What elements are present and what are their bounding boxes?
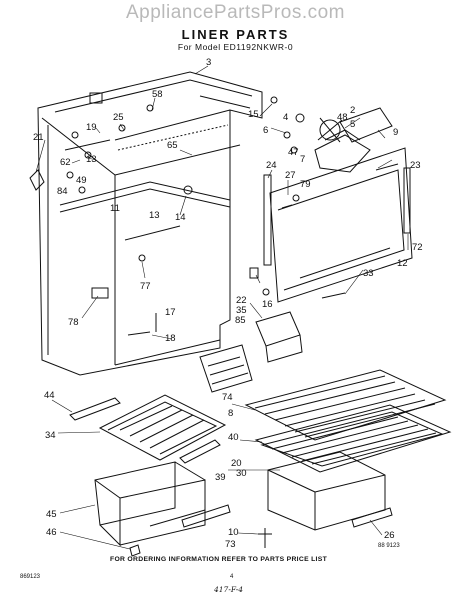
callout-72: 72: [412, 242, 423, 253]
callout-11: 11: [110, 203, 120, 214]
fan-assembly: [270, 96, 399, 173]
callout-73: 73: [225, 539, 236, 550]
callout-30: 30: [236, 468, 247, 479]
callout-13-lower: 13: [149, 210, 160, 221]
drawing-code-left: 869123: [20, 574, 41, 580]
callout-8: 8: [228, 408, 233, 419]
callout-58: 58: [152, 89, 163, 100]
callout-78: 78: [68, 317, 79, 328]
diagram-subtitle: For Model ED1192NKWR-0: [177, 42, 294, 52]
callout-65: 65: [167, 140, 178, 151]
evaporator-cover: [249, 147, 413, 303]
callout-23: 23: [410, 160, 421, 171]
callout-16: 16: [262, 299, 273, 310]
liner-cabinet: [29, 71, 263, 376]
callout-15: 15: [248, 109, 259, 120]
callout-10: 10: [228, 527, 239, 538]
callout-84: 84: [57, 186, 68, 197]
watermark: AppliancePartsPros.com: [125, 2, 346, 23]
callout-22: 22: [236, 295, 247, 306]
callout-17: 17: [165, 307, 176, 318]
callout-2: 2: [350, 105, 355, 116]
callout-14: 14: [175, 212, 186, 223]
callout-25: 25: [113, 112, 124, 123]
callout-7: 7: [300, 154, 305, 165]
callout-18: 18: [165, 333, 176, 344]
callout-labels: 3 58 25 19 21 62 13 49 84 11 65 14 13 77…: [33, 57, 423, 550]
callout-12: 12: [397, 258, 408, 269]
crisper-drawers: [94, 451, 393, 557]
callout-77: 77: [140, 281, 151, 292]
callout-40: 40: [228, 432, 239, 443]
callout-24: 24: [266, 160, 277, 171]
callout-34: 34: [45, 430, 56, 441]
callout-79: 79: [300, 179, 311, 190]
callout-27: 27: [285, 170, 296, 181]
drawing-code-right: 88 9123: [378, 543, 400, 549]
callout-45: 45: [46, 509, 57, 520]
left-shelf-group: [69, 394, 227, 464]
callout-49: 49: [76, 175, 87, 186]
upper-bins: [199, 311, 303, 393]
callout-35: 35: [236, 305, 247, 316]
callout-33: 33: [363, 268, 374, 279]
handwritten-note: 417-F-4: [214, 585, 244, 594]
callout-74: 74: [222, 392, 233, 403]
callout-5: 5: [350, 119, 355, 130]
callout-13-upper: 13: [86, 154, 97, 165]
callout-62: 62: [60, 157, 71, 168]
callout-4: 4: [283, 112, 288, 123]
callout-44: 44: [44, 390, 55, 401]
callout-20: 20: [231, 458, 242, 469]
callout-26: 26: [384, 530, 395, 541]
callout-3: 3: [206, 57, 211, 68]
page-number: 4: [230, 574, 234, 580]
ordering-footer-note: FOR ORDERING INFORMATION REFER TO PARTS …: [110, 556, 328, 563]
callout-21: 21: [33, 132, 44, 143]
callout-6: 6: [263, 125, 268, 136]
wire-shelves: [244, 369, 452, 473]
callout-46: 46: [46, 527, 57, 538]
diagram-title: LINER PARTS: [181, 27, 290, 42]
callout-39: 39: [215, 472, 226, 483]
callout-9: 9: [393, 127, 398, 138]
leader-lines: [35, 65, 409, 550]
callout-85: 85: [235, 315, 246, 326]
callout-19: 19: [86, 122, 97, 133]
callout-47: 47: [288, 147, 299, 158]
callout-48: 48: [337, 112, 348, 123]
